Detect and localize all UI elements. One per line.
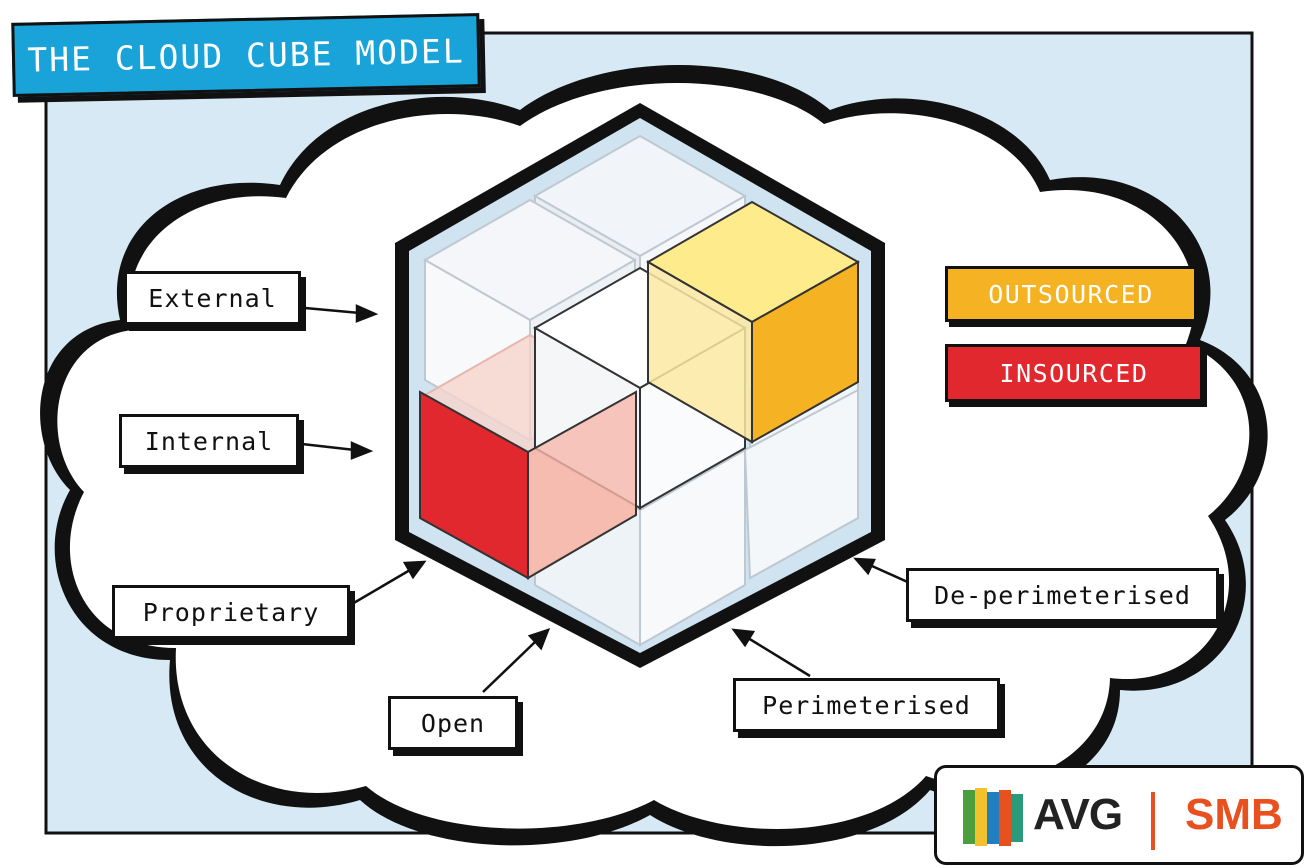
insourced-cube	[419, 390, 637, 580]
logo-divider	[1151, 792, 1155, 850]
logo-product: SMB	[1185, 790, 1283, 839]
outsourced-cube	[645, 200, 861, 444]
legend-insourced: INSOURCED	[945, 344, 1203, 402]
label-de-perimeterised: De-perimeterised	[906, 568, 1219, 622]
avg-smb-logo: AVG SMB	[934, 765, 1304, 865]
diagram-title: THE CLOUD CUBE MODEL	[11, 13, 481, 97]
logo-brand: AVG	[1033, 790, 1123, 839]
legend-outsourced: OUTSOURCED	[945, 266, 1197, 322]
label-proprietary: Proprietary	[112, 585, 350, 639]
arrows	[301, 304, 913, 693]
label-perimeterised: Perimeterised	[733, 678, 1000, 732]
label-internal: Internal	[119, 414, 299, 468]
avg-logo-icon	[963, 788, 1023, 846]
label-open: Open	[388, 696, 518, 750]
label-external: External	[124, 271, 301, 325]
